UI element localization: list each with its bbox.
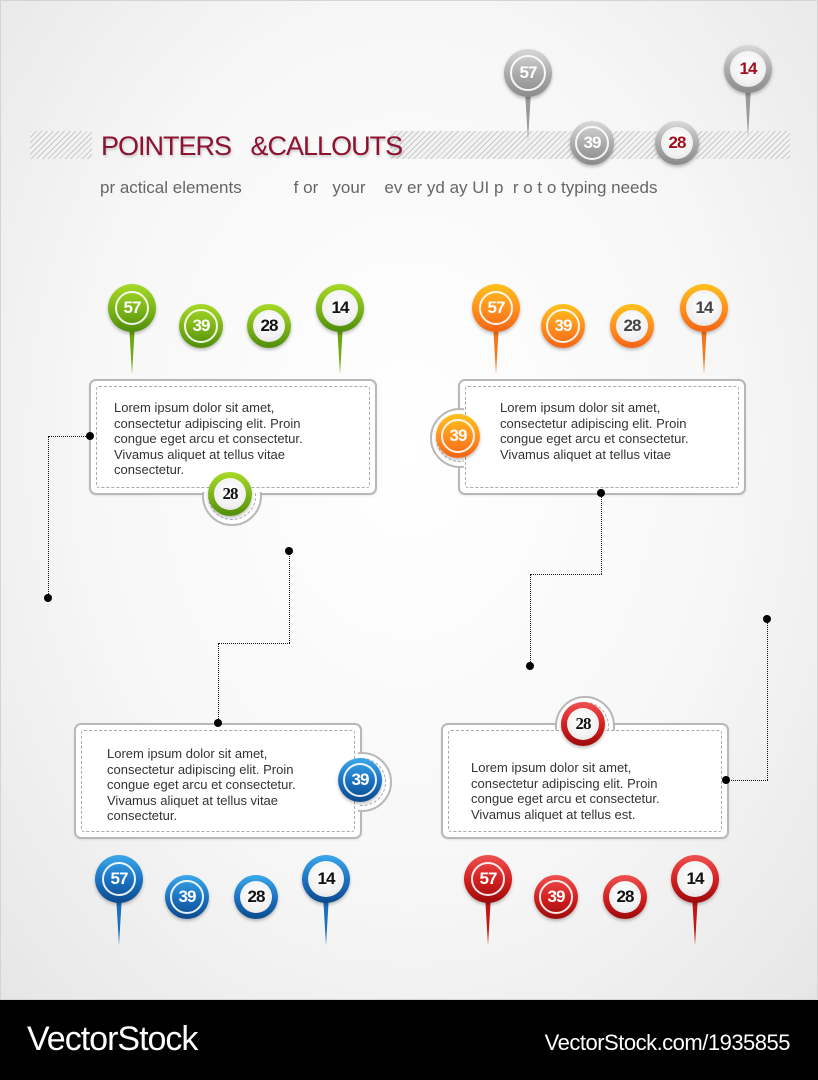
badge-label: 28 [616,310,648,342]
badge-label: 28 [253,310,285,342]
badge-label: 28 [567,708,599,740]
connector-line [726,780,768,781]
pin-label: 57 [479,291,513,325]
callout-text: Lorem ipsum dolor sit amet, consectetur … [471,760,660,822]
orange-badge-39: 39 [541,304,585,348]
pin-label: 57 [510,55,546,91]
badge-label: 39 [546,309,580,343]
pin-label: 14 [308,861,344,897]
connector-dot-icon [722,776,730,784]
green-callout-badge-28: 28 [208,472,252,516]
image-reference: VectorStock.com/1935855 [544,1030,791,1055]
badge-label: 39 [441,419,475,453]
connector-dot-icon [44,594,52,602]
orange-callout-badge-39: 39 [436,414,480,458]
pin-label: 57 [102,862,136,896]
callout-box-orange: Lorem ipsum dolor sit amet, consectetur … [458,379,746,495]
connector-dot-icon [86,432,94,440]
connector-dot-icon [285,547,293,555]
badge-label: 28 [661,127,693,159]
pin-label: 57 [471,862,505,896]
header-badge-28: 28 [655,121,699,165]
connector-line [601,493,602,574]
pin-tail-icon [701,324,707,374]
pin-head-icon: 14 [671,855,719,903]
connector-line [48,436,49,598]
pin-tail-icon [323,895,329,945]
badge-label: 28 [609,881,641,913]
pin-head-icon: 57 [504,49,552,97]
pin-head-icon: 57 [108,284,156,332]
connector-line [218,643,290,644]
pin-head-icon: 14 [302,855,350,903]
pin-tail-icon [129,324,135,374]
connector-line [530,574,602,575]
pin-tail-icon [337,324,343,374]
badge-label: 28 [240,881,272,913]
connector-dot-icon [597,489,605,497]
pin-head-icon: 14 [316,284,364,332]
hatch-band-left [30,131,92,159]
brand-logo: VectorStock [27,1020,198,1058]
blue-badge-39: 39 [165,875,209,919]
pin-tail-icon [485,895,491,945]
watermark-footer: VectorStock VectorStock.com/1935855 [0,1000,818,1080]
connector-dot-icon [214,719,222,727]
pin-head-icon: 57 [472,284,520,332]
callout-text: Lorem ipsum dolor sit amet, consectetur … [107,746,296,823]
pin-tail-icon [525,91,531,141]
pin-head-icon: 14 [724,45,772,93]
blue-badge-28: 28 [234,875,278,919]
pin-label: 14 [686,290,722,326]
blue-callout-badge-39: 39 [338,758,382,802]
pin-tail-icon [493,324,499,374]
red-badge-39: 39 [534,875,578,919]
green-badge-28: 28 [247,304,291,348]
connector-line [530,574,531,666]
callout-text: Lorem ipsum dolor sit amet, consectetur … [500,400,689,462]
red-callout-badge-28: 28 [561,702,605,746]
connector-line [218,643,219,723]
red-badge-28: 28 [603,875,647,919]
green-badge-39: 39 [179,304,223,348]
badge-label: 39 [343,763,377,797]
pin-label: 14 [677,861,713,897]
callout-text: Lorem ipsum dolor sit amet, consectetur … [114,400,303,477]
header-badge-39: 39 [570,121,614,165]
connector-line [289,551,290,643]
pin-head-icon: 14 [680,284,728,332]
orange-badge-28: 28 [610,304,654,348]
badge-label: 39 [184,309,218,343]
connector-line [767,619,768,780]
connector-line [48,436,90,437]
pin-head-icon: 57 [464,855,512,903]
page-title: POINTERS &CALLOUTS [101,131,403,161]
badge-label: 28 [214,478,246,510]
pin-tail-icon [692,895,698,945]
pin-head-icon: 57 [95,855,143,903]
badge-label: 39 [539,880,573,914]
infographic-canvas: POINTERS &CALLOUTS pr actical elements f… [0,0,818,1000]
callout-box-blue: Lorem ipsum dolor sit amet, consectetur … [74,723,362,839]
pin-tail-icon [116,895,122,945]
badge-label: 39 [575,126,609,160]
pin-label: 14 [730,51,766,87]
badge-label: 39 [170,880,204,914]
connector-dot-icon [526,662,534,670]
pin-label: 57 [115,291,149,325]
pin-tail-icon [745,87,751,137]
pin-label: 14 [322,290,358,326]
connector-dot-icon [763,615,771,623]
page-subtitle: pr actical elements f or your ev er yd a… [100,178,658,197]
